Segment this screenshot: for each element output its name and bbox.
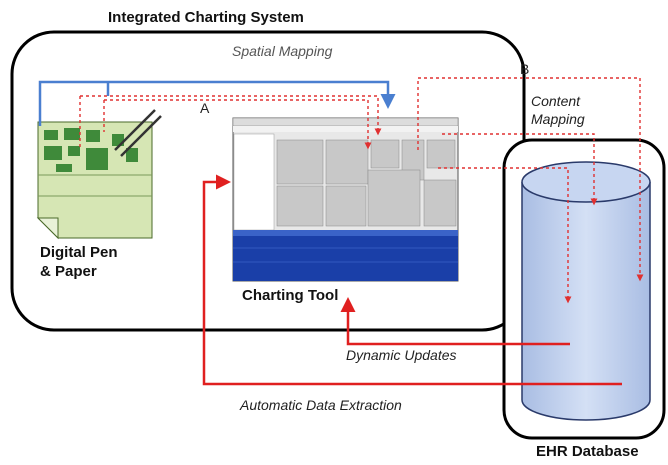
digital-pen-label-1: Digital Pen [40, 244, 118, 261]
dynamic-updates-arrow [340, 297, 570, 346]
system-title: Integrated Charting System [108, 9, 304, 26]
database-cylinder [521, 161, 651, 421]
mapping-b-lines [417, 77, 644, 304]
dynamic-updates-label: Dynamic Updates [346, 347, 457, 363]
charting-tool-window [232, 117, 459, 282]
spatial-mapping-arrow [38, 80, 396, 126]
marker-a: A [200, 100, 210, 116]
content-mapping-label-2: Mapping [531, 111, 585, 127]
automatic-extraction-label: Automatic Data Extraction [239, 397, 402, 413]
mapping-a-lines [79, 95, 382, 150]
charting-tool-label: Charting Tool [242, 287, 338, 304]
marker-b: B [520, 61, 529, 77]
content-mapping-label-1: Content [531, 93, 581, 109]
digital-pen-icon [114, 109, 162, 157]
spatial-mapping-label: Spatial Mapping [232, 43, 333, 59]
automatic-extraction-arrow [202, 174, 622, 386]
digital-paper-icon [36, 121, 153, 240]
ehr-database-label: EHR Database [536, 443, 639, 460]
digital-pen-label-2: & Paper [40, 263, 97, 280]
